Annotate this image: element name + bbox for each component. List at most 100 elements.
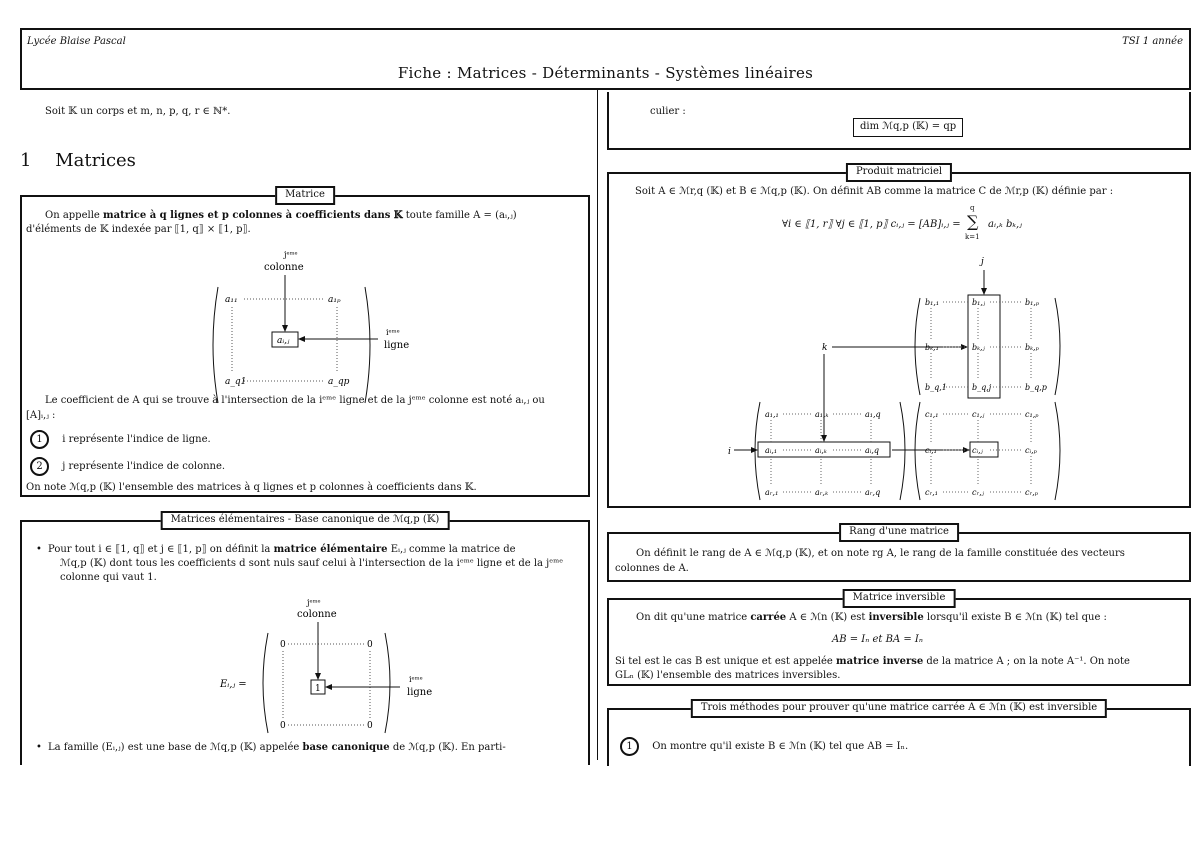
C-entry: cᵣ,ⱼ (972, 488, 985, 497)
inv-bold-1: carrée (750, 612, 787, 623)
matrice-definition: On appelle matrice à q lignes et p colon… (45, 210, 590, 223)
C-entry: cᵣ,ₚ (1025, 488, 1039, 497)
canonical-basis: • La famille (Eᵢ,ⱼ) est une base de ℳq,p… (36, 742, 588, 755)
product-def: Soit A ∈ ℳr,q (𝕂) et B ∈ ℳq,p (𝕂). On dé… (635, 186, 1114, 197)
aij-entry: aᵢ,ⱼ (277, 336, 290, 346)
arrow-i-to-c-head (963, 447, 970, 453)
sum-lower: k=1 (965, 233, 980, 241)
A-entry: aᵢ,₁ (765, 446, 777, 455)
C-entry: c₁,ⱼ (972, 410, 985, 419)
row-label-sup: iᵉᵐᵉ (386, 328, 400, 337)
box-elementaires-title: Matrices élémentaires - Base canonique d… (160, 511, 450, 530)
row-label: ligne (407, 687, 432, 698)
paren-B-left (914, 297, 921, 396)
inv-text-3: lorsqu'il existe B ∈ ℳn (𝕂) tel que : (926, 612, 1107, 623)
product-formula-left: ∀i ∈ ⟦1, r⟧ ∀j ∈ ⟦1, p⟧ cᵢ,ⱼ = [AB]ᵢ,ⱼ = (782, 219, 961, 230)
col-label-sup: jᵉᵐᵉ (306, 598, 321, 607)
basis-text-1: La famille (Eᵢ,ⱼ) (48, 742, 125, 753)
paren-C-left (914, 401, 921, 501)
label-i: i (728, 447, 731, 457)
circled-number: 1 (620, 737, 639, 756)
arrow-k-vert-head (821, 435, 827, 442)
row-label: ligne (384, 340, 409, 351)
def-text-2: toute famille A = (aᵢ,ⱼ) (405, 210, 517, 221)
B-entry: b₁,ⱼ (972, 298, 986, 307)
eij-lhs: Eᵢ,ⱼ = (219, 679, 247, 690)
box-rang-title: Rang d'une matrice (839, 523, 959, 542)
matrice-definition-line2: d'éléments de 𝕂 indexée par ⟦1, q⟧ × ⟦1,… (26, 224, 251, 235)
sum-upper: q (970, 204, 975, 212)
elem-text-2: Eᵢ,ⱼ comme la matrice de (390, 544, 516, 555)
item-text: j représente l'indice de colonne. (62, 461, 226, 472)
right-paren (364, 286, 371, 404)
C-entry: c₁,ₚ (1025, 410, 1039, 419)
continued-text: culier : (650, 106, 686, 117)
C-entry: cᵢ,ⱼ (972, 446, 984, 455)
zero-entry: 0 (280, 721, 286, 731)
elementary-matrix-diagram: Eᵢ,ⱼ = jᵉᵐᵉ colonne 0 0 0 0 1 iᵉᵐᵉ ligne (219, 598, 432, 734)
label-j: j (979, 257, 984, 267)
zero-entry: 0 (367, 640, 373, 650)
col-label: colonne (264, 262, 304, 273)
item-text: i représente l'indice de ligne. (62, 434, 211, 445)
coefficient-text-2: [A]ᵢ,ⱼ : (26, 410, 56, 421)
inv-bold-2: inversible (868, 612, 924, 623)
circled-number: 2 (30, 457, 49, 476)
inverse-unique: Si tel est le cas B est unique et est ap… (615, 656, 1130, 669)
inv-bold-3: matrice inverse (836, 656, 924, 667)
section-title: Matrices (55, 150, 136, 171)
A-entry: aᵣ,q (865, 488, 880, 497)
box-inversible-title: Matrice inversible (842, 589, 956, 608)
zero-entry: 0 (367, 721, 373, 731)
arrow-i-head (751, 447, 758, 453)
column-divider (597, 90, 598, 760)
page-header: Lycée Blaise Pascal TSI 1 année Fiche : … (20, 28, 1191, 90)
bullet: • (36, 544, 42, 555)
B-entry: b₁,₁ (925, 298, 939, 307)
col-label-sup: jᵉᵐᵉ (283, 250, 298, 259)
intro-text: Soit 𝕂 un corps et m, n, p, q, r ∈ ℕ*. (45, 106, 231, 117)
item-col-index: 2 j représente l'indice de colonne. (30, 457, 225, 476)
dimension-formula: dim ℳq,p (𝕂) = qp (853, 118, 964, 137)
inverse-def: On dit qu'une matrice carrée A ∈ ℳn (𝕂) … (636, 612, 1107, 625)
rank-def-2: colonnes de A. (615, 563, 689, 574)
aqp-entry: a_qp (328, 377, 350, 387)
basis-text-2: est une base de ℳq,p (𝕂) appelée (127, 742, 300, 753)
C-entry: cᵢ,ₚ (1025, 446, 1038, 455)
right-paren (384, 632, 391, 734)
B-entry: b_q,1 (925, 383, 947, 392)
basis-text-3: de ℳq,p (𝕂). En parti- (392, 742, 506, 753)
matrix-set-notation: On note ℳq,p (𝕂) l'ensemble des matrices… (26, 482, 477, 493)
a11-entry: a₁₁ (225, 295, 238, 305)
box-continued (607, 92, 1191, 150)
box-trois-methodes-title: Trois méthodes pour prouver qu'une matri… (690, 699, 1108, 718)
elementary-def-2: ℳq,p (𝕂) dont tous les coefficients d so… (60, 558, 564, 569)
label-k: k (822, 343, 827, 353)
paren-B-right (1054, 297, 1061, 396)
section-heading: 1 Matrices (20, 150, 136, 173)
method-1-text: On montre qu'il existe B ∈ ℳn (𝕂) tel qu… (652, 741, 909, 752)
B-entry: b_q,p (1025, 383, 1047, 392)
A-entry: a₁,q (865, 410, 881, 419)
inv-text-2: A ∈ ℳn (𝕂) est (789, 612, 866, 623)
A-entry: a₁,ₖ (815, 410, 829, 419)
inv-text-4: Si tel est le cas B est unique et est ap… (615, 656, 833, 667)
inv-text-5: de la matrice A ; on la note A⁻¹. On not… (926, 656, 1130, 667)
class-name: TSI 1 année (1122, 36, 1183, 47)
aq1-entry: a_q1 (225, 377, 246, 387)
A-entry: a₁,₁ (765, 410, 779, 419)
circled-number: 1 (30, 430, 49, 449)
section-number: 1 (20, 150, 32, 171)
A-entry: aᵣ,ₖ (815, 488, 828, 497)
col-arrow-head (315, 673, 321, 680)
one-entry: 1 (315, 684, 321, 694)
C-entry: c₁,₁ (925, 410, 938, 419)
gl-notation: GLₙ (𝕂) l'ensemble des matrices inversib… (615, 670, 841, 681)
method-1: 1 On montre qu'il existe B ∈ ℳn (𝕂) tel … (620, 737, 908, 756)
sum-symbol: ∑ (967, 212, 979, 231)
def-text-1: On appelle (45, 210, 100, 221)
a1p-entry: a₁ₚ (328, 295, 341, 305)
A-entry: aᵢ,ₖ (815, 446, 827, 455)
rank-def: On définit le rang de A ∈ ℳq,p (𝕂), et o… (636, 548, 1125, 559)
elem-bold: matrice élémentaire (273, 544, 388, 555)
